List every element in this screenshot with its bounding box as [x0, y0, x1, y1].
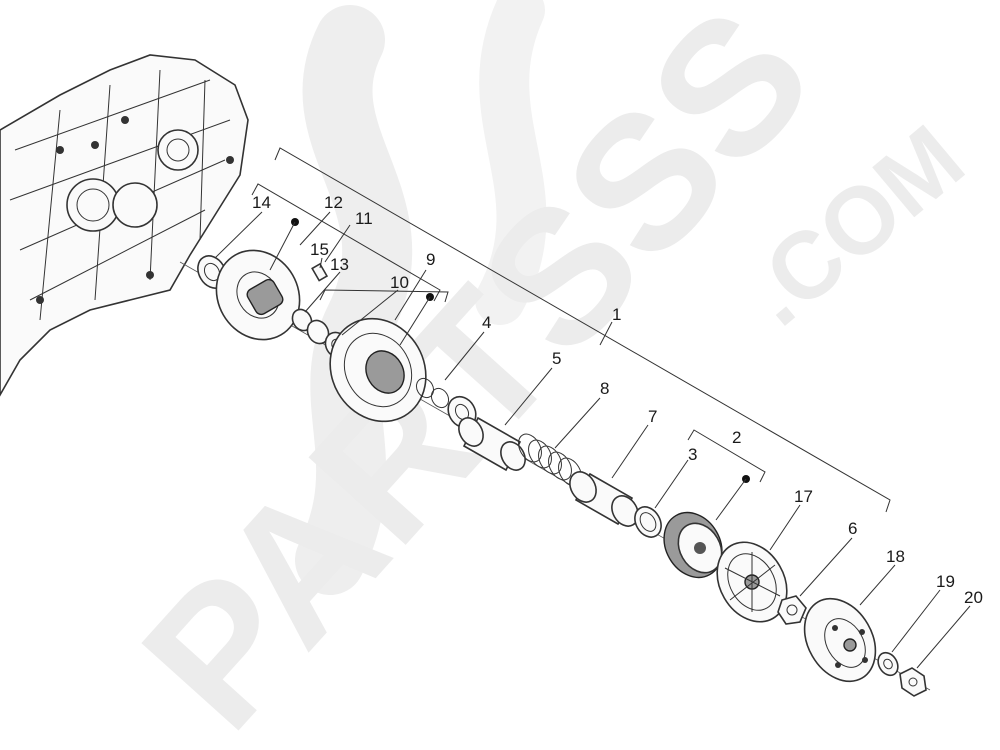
callout-15: 15 [310, 240, 329, 259]
part-2-clutch [663, 475, 750, 579]
part-20-flange-nut [899, 667, 927, 697]
bracket-group-9 [319, 289, 449, 303]
callout-4: 4 [482, 313, 491, 332]
bracket-group-1 [274, 147, 891, 513]
part-6-nut [777, 595, 807, 625]
callout-9: 9 [426, 250, 435, 269]
part-12-fixed-pulley [215, 218, 301, 341]
callout-7: 7 [648, 407, 657, 426]
callout-2: 2 [732, 428, 741, 447]
leader-lines [214, 211, 971, 669]
part-7-cup [569, 471, 639, 527]
part-19-washer [877, 651, 899, 677]
callout-18: 18 [886, 547, 905, 566]
callout-14: 14 [252, 193, 271, 212]
callout-3: 3 [688, 445, 697, 464]
crankcase-housing [0, 54, 249, 397]
part-3-circlip [634, 506, 662, 538]
part-9-movable-pulley [329, 293, 434, 423]
part-11-bushing [306, 319, 330, 345]
callout-17: 17 [794, 487, 813, 506]
callout-10: 10 [390, 273, 409, 292]
callout-5: 5 [552, 349, 561, 368]
part-8-spring [518, 433, 582, 487]
callout-8: 8 [600, 379, 609, 398]
callout-13: 13 [330, 255, 349, 274]
callout-20: 20 [964, 588, 983, 607]
callout-1: 1 [612, 305, 621, 324]
callout-19: 19 [936, 572, 955, 591]
part-17-fan-pulley [716, 541, 788, 623]
bracket-group-12 [251, 183, 441, 302]
callout-12: 12 [324, 193, 343, 212]
part-15-pin [311, 262, 329, 282]
callout-11: 11 [355, 209, 373, 228]
part-18-clutch-bell [803, 597, 877, 683]
callout-labels: 1 2 3 4 5 6 7 8 9 10 11 12 13 14 15 17 1… [252, 193, 983, 607]
callout-6: 6 [848, 519, 857, 538]
bracket-group-2 [687, 429, 766, 483]
